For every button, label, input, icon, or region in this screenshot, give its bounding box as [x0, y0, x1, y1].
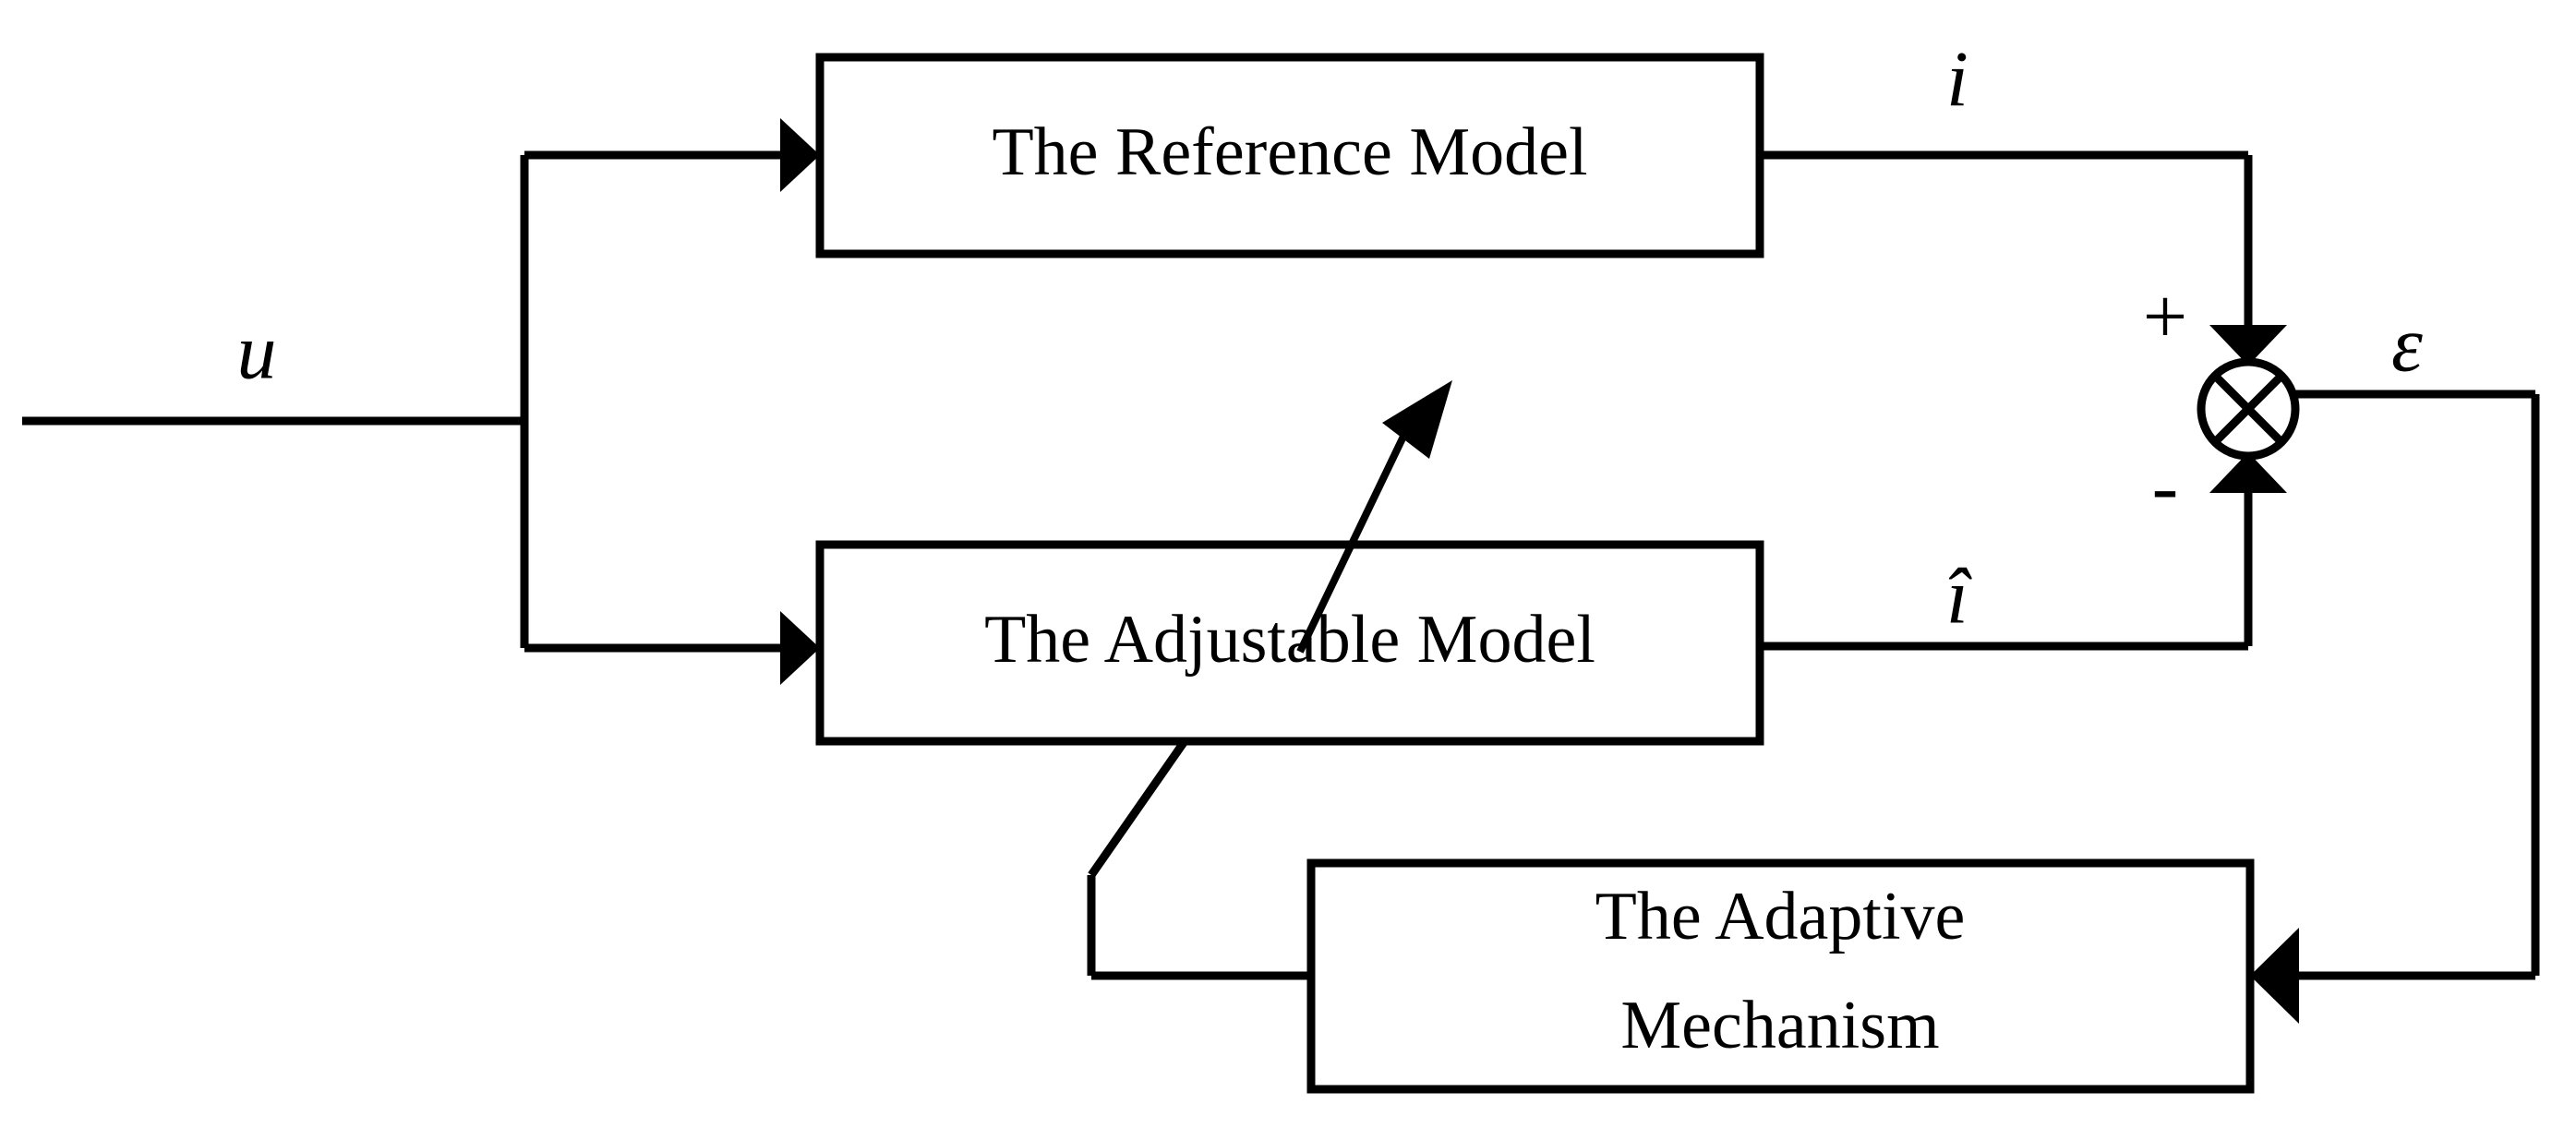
block-adaptive-mechanism[interactable]: The Adaptive Mechanism [1306, 858, 2255, 1094]
adaptation-arrow [1296, 380, 1452, 654]
reference-output-path [1760, 150, 2287, 366]
sum-negative-sign: - [2152, 442, 2179, 531]
reference-model-label: The Reference Model [992, 114, 1587, 190]
signal-label-u: u [237, 307, 277, 396]
adjustable-model-label: The Adjustable Model [984, 602, 1595, 678]
signal-label-epsilon: ε [2391, 300, 2423, 389]
adaptive-mechanism-label-line1: The Adaptive [1595, 879, 1966, 954]
block-reference-model[interactable]: The Reference Model [815, 53, 1764, 258]
adaptive-out-diagonal [1088, 738, 1188, 878]
signal-label-i: i [1946, 35, 1968, 124]
adaptive-mechanism-rect[interactable] [1306, 858, 2255, 1094]
adjustable-output-path [1760, 452, 2287, 651]
arrowhead-to-adjustable-model [780, 611, 820, 685]
arrowhead-sum-positive [2209, 325, 2287, 366]
arrowhead-sum-negative [2209, 452, 2287, 493]
summing-junction[interactable] [2197, 357, 2300, 461]
block-adjustable-model[interactable]: The Adjustable Model [815, 540, 1764, 746]
arrowhead-to-reference-model [780, 118, 820, 192]
sum-positive-sign: + [2143, 272, 2188, 361]
error-feedback-path [2250, 390, 2540, 1024]
input-signal-path [22, 118, 820, 685]
arrowhead-to-adaptive-mechanism [2250, 928, 2299, 1024]
adaptation-arrow-shaft [1296, 415, 1416, 654]
adaptation-arrowhead [1382, 380, 1452, 459]
signal-label-i-hat: î [1946, 552, 1972, 641]
adaptive-output-path [1087, 738, 1311, 980]
adaptive-mechanism-label-line2: Mechanism [1620, 988, 1939, 1063]
reference-model-rect[interactable] [815, 53, 1764, 258]
summing-cross-line-2 [2211, 372, 2285, 446]
adjustable-model-rect[interactable] [815, 540, 1764, 746]
